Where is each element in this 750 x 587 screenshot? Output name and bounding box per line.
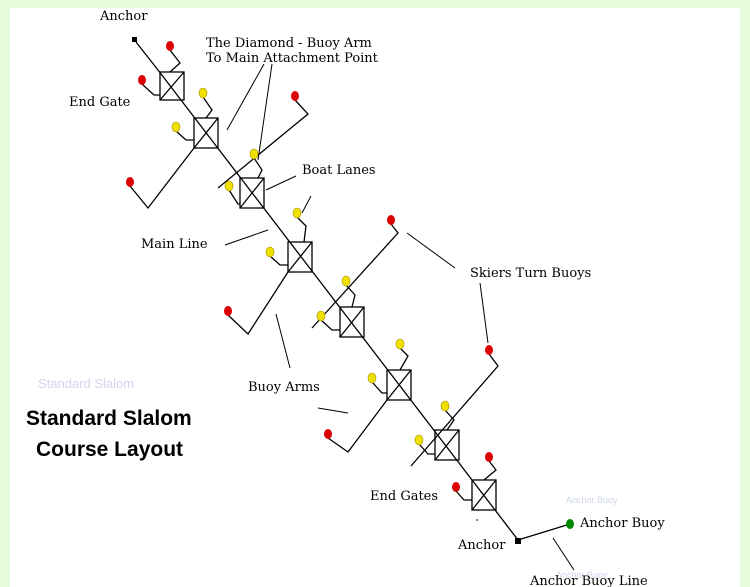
diagram-title-line1: Standard Slalom — [26, 407, 192, 430]
skiers-turn-buoys — [126, 41, 493, 492]
label-skiers-turn-buoys: Skiers Turn Buoys — [470, 266, 591, 281]
label-anchor-top: Anchor — [99, 9, 148, 24]
watermark-text: Anchor Buoy — [556, 570, 608, 580]
label-diamond-line1: The Diamond - Buoy Arm — [206, 36, 372, 51]
label-diamond-line2: To Main Attachment Point — [206, 51, 379, 66]
anchor-marker-bottom — [515, 538, 521, 544]
buoy-arms — [129, 49, 499, 501]
label-end-gates: End Gates — [370, 489, 438, 504]
boat-lane-buoys — [171, 87, 450, 446]
label-anchor-buoy: Anchor Buoy — [579, 516, 665, 531]
diagram-title-line2: Course Layout — [36, 438, 183, 461]
anchor-buoy — [566, 519, 574, 529]
label-buoy-arms: Buoy Arms — [248, 380, 320, 395]
watermark-text: Standard Slalom — [38, 376, 134, 391]
label-anchor-bottom: Anchor — [457, 538, 506, 553]
label-end-gate: End Gate — [69, 95, 131, 110]
label-pointers — [224, 63, 575, 571]
label-boat-lanes: Boat Lanes — [302, 163, 376, 178]
label-main-line: Main Line — [141, 237, 208, 252]
watermark-text: Anchor Buoy — [566, 495, 618, 505]
anchor-marker-top — [132, 37, 137, 42]
label-anchor-buoy-line: Anchor Buoy Line — [529, 574, 648, 587]
main-line — [135, 41, 571, 541]
diagram-panel: Standard Slalom Anchor Buoy Anchor Buoy — [10, 8, 740, 587]
